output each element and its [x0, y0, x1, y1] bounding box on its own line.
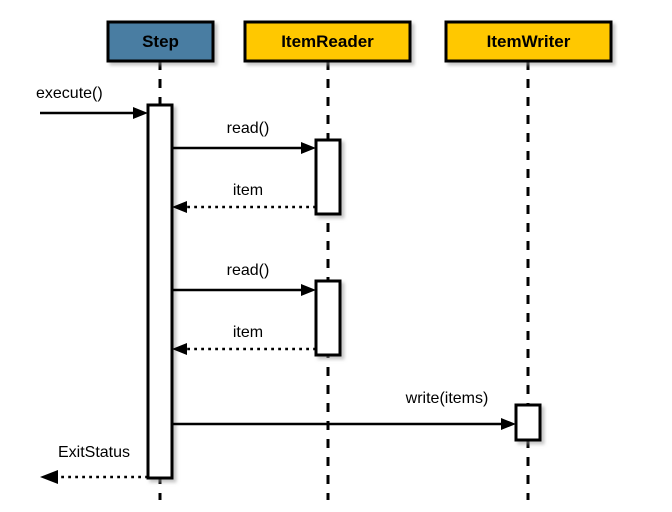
participant-step[interactable]: Step: [106, 20, 215, 63]
participant-box-step[interactable]: [106, 20, 215, 63]
activations-group: [146, 103, 542, 480]
message-label-item-1: item: [233, 182, 263, 199]
activation-itemreader-1: [314, 138, 342, 216]
arrowhead-write-items: [501, 418, 516, 430]
participant-box-itemwriter[interactable]: [444, 20, 613, 63]
participant-label-itemwriter: ItemWriter: [487, 32, 571, 51]
message-exitstatus: ExitStatus: [40, 444, 148, 484]
arrowhead-read-2: [301, 284, 316, 296]
message-item-2: item: [172, 324, 316, 355]
message-write-items: write(items): [172, 390, 516, 430]
arrowhead-exitstatus: [40, 470, 58, 484]
message-read-2: read(): [172, 262, 316, 296]
arrowhead-execute: [133, 107, 148, 119]
activation-itemreader-2: [314, 279, 342, 357]
participant-itemreader[interactable]: ItemReader: [243, 20, 412, 63]
message-label-exitstatus: ExitStatus: [58, 444, 130, 461]
arrowhead-read-1: [301, 142, 316, 154]
message-label-read-2: read(): [227, 262, 270, 279]
message-label-execute: execute(): [36, 85, 103, 102]
message-label-read-1: read(): [227, 120, 270, 137]
message-item-1: item: [172, 182, 316, 213]
lifelines-group: [158, 61, 530, 500]
participant-label-step: Step: [142, 32, 179, 51]
participant-label-itemreader: ItemReader: [281, 32, 374, 51]
activation-step: [146, 103, 174, 480]
message-label-write-items: write(items): [405, 390, 489, 407]
message-read-1: read(): [172, 120, 316, 154]
message-execute: execute(): [36, 85, 148, 119]
participant-itemwriter[interactable]: ItemWriter: [444, 20, 613, 63]
participant-box-itemreader[interactable]: [243, 20, 412, 63]
arrowhead-item-2: [172, 343, 187, 355]
message-label-item-2: item: [233, 324, 263, 341]
activation-itemwriter: [514, 403, 542, 442]
arrowhead-item-1: [172, 201, 187, 213]
